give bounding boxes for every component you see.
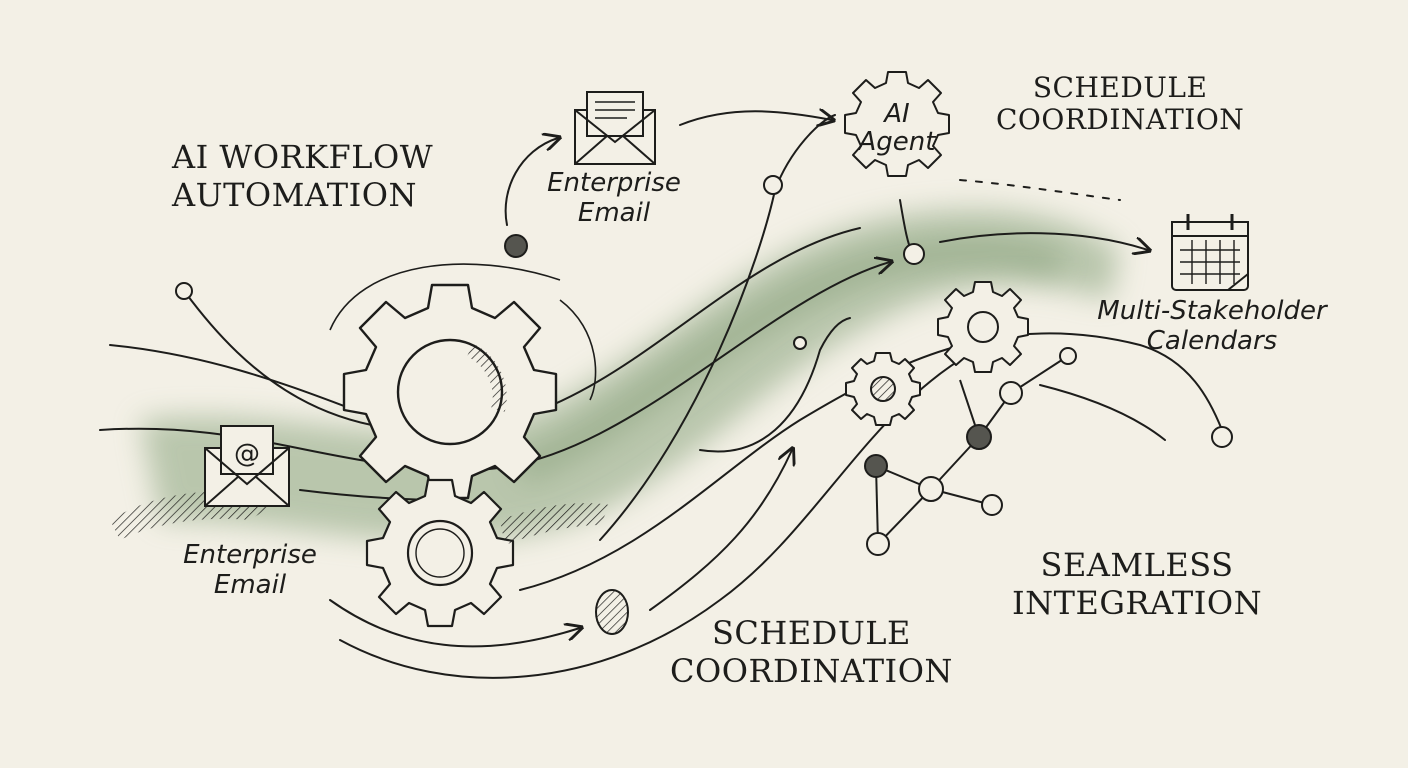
calendar-line-1: Multi-Stakeholder (1097, 296, 1327, 326)
node-filled-top (504, 234, 528, 258)
email-top-line-1: Enterprise (547, 168, 681, 198)
node-top-right (763, 175, 783, 195)
node-mid (793, 336, 807, 350)
flow-nodes (175, 175, 1233, 635)
diagram-title: AI WORKFLOW AUTOMATION (172, 138, 433, 214)
gear-icon (845, 352, 921, 426)
integration-heading: SEAMLESS INTEGRATION (1012, 546, 1262, 622)
email-top-label: Enterprise Email (544, 168, 684, 228)
calendar-line-2: Calendars (1146, 326, 1278, 356)
svg-text:@: @ (234, 439, 260, 469)
schedule-bottom-line-2: COORDINATION (670, 652, 953, 690)
calendar-icon (1171, 214, 1249, 291)
title-line-1: AI WORKFLOW (172, 138, 434, 176)
email-left-line-1: Enterprise (183, 540, 317, 570)
email-at-icon: @ (204, 425, 290, 507)
integration-line-2: INTEGRATION (1012, 584, 1263, 622)
node-end (1211, 426, 1233, 448)
email-left-line-2: Email (213, 570, 287, 600)
title-line-2: AUTOMATION (172, 176, 417, 214)
envelope-icon (574, 91, 656, 165)
gear-icon (342, 283, 558, 500)
ai-agent-line-1: AI (884, 99, 910, 129)
network-icon (864, 347, 1077, 556)
ai-agent-label: AI Agent (857, 100, 937, 156)
gear-icon (365, 478, 515, 628)
schedule-top-line-2: COORDINATION (996, 103, 1245, 136)
email-top-line-2: Email (577, 198, 651, 228)
gear-orbit-arc (329, 263, 597, 401)
hatched-shape (500, 503, 610, 545)
schedule-heading-bottom: SCHEDULE COORDINATION (670, 614, 953, 690)
schedule-heading-top: SCHEDULE COORDINATION (996, 72, 1244, 136)
ai-gear-icon (844, 71, 950, 177)
node-bottom-hatched (595, 589, 629, 635)
integration-line-1: SEAMLESS (1040, 546, 1234, 584)
schedule-bottom-line-1: SCHEDULE (712, 614, 911, 652)
node-start (175, 282, 193, 300)
gear-icon (937, 281, 1029, 373)
email-left-label: Enterprise Email (180, 540, 320, 600)
schedule-top-line-1: SCHEDULE (1032, 71, 1208, 104)
ai-agent-line-2: Agent (858, 127, 936, 157)
calendar-label: Multi-Stakeholder Calendars (1094, 296, 1330, 356)
node-agent (903, 243, 925, 265)
